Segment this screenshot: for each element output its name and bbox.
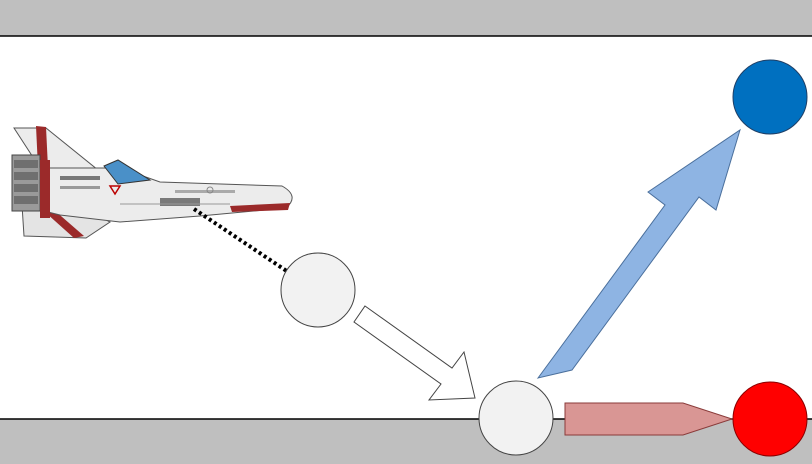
deflect-arrow-blue — [536, 128, 741, 379]
spaceship-icon — [11, 126, 293, 239]
impact-circle — [478, 380, 554, 456]
target-red-circle — [732, 381, 808, 457]
pass-arrow-red — [564, 402, 734, 436]
laser-trajectory — [192, 207, 320, 294]
incoming-arrow — [353, 305, 476, 401]
target-blue-circle — [732, 59, 808, 135]
entry-circle — [280, 252, 356, 328]
top-band — [0, 0, 812, 36]
